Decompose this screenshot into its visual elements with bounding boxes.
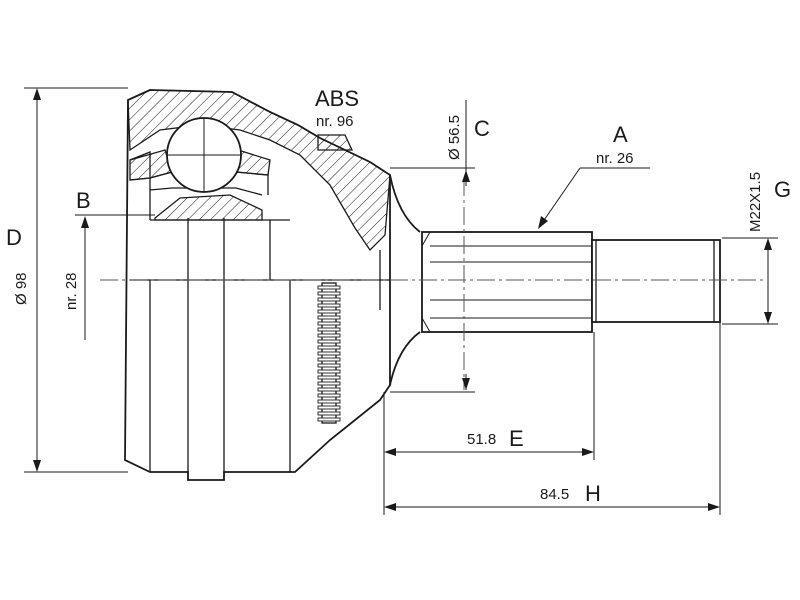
abs-tooth bbox=[317, 315, 341, 320]
leader-a bbox=[538, 167, 650, 229]
abs-tooth bbox=[317, 297, 341, 302]
abs-tooth bbox=[317, 399, 341, 404]
label-c: C bbox=[474, 116, 490, 141]
label-thread: M22X1.5 bbox=[747, 172, 764, 232]
spline-chamfer bbox=[421, 317, 431, 333]
label-abs: ABS bbox=[315, 86, 359, 111]
label-a: A bbox=[613, 122, 628, 147]
abs-tone-ring bbox=[317, 282, 341, 424]
label-b-nr: nr. 28 bbox=[63, 272, 80, 310]
dimension-g bbox=[722, 237, 778, 325]
abs-tooth bbox=[317, 363, 341, 368]
abs-sensor-block bbox=[317, 134, 354, 151]
label-g: G bbox=[774, 177, 791, 202]
abs-tooth bbox=[317, 309, 341, 314]
abs-tooth bbox=[317, 327, 341, 332]
label-d: D bbox=[6, 225, 22, 250]
label-e: E bbox=[509, 426, 524, 451]
label-dia-d: Ø 98 bbox=[13, 272, 30, 305]
abs-tooth bbox=[317, 369, 341, 374]
abs-tooth bbox=[317, 387, 341, 392]
abs-tooth bbox=[317, 357, 341, 362]
abs-tooth bbox=[317, 339, 341, 344]
label-dia-c: Ø 56.5 bbox=[446, 115, 463, 160]
abs-tooth bbox=[317, 291, 341, 296]
abs-tooth bbox=[317, 411, 341, 416]
label-abs-nr: nr. 96 bbox=[316, 113, 354, 130]
dimension-d bbox=[24, 87, 128, 473]
abs-tooth bbox=[317, 405, 341, 410]
spline-chamfer bbox=[421, 231, 431, 247]
abs-tooth bbox=[317, 321, 341, 326]
abs-tooth bbox=[317, 285, 341, 290]
abs-tooth bbox=[317, 351, 341, 356]
label-a-nr: nr. 26 bbox=[596, 150, 634, 167]
abs-tooth bbox=[317, 417, 341, 422]
label-h-value: 84.5 bbox=[540, 486, 569, 503]
abs-tooth bbox=[317, 345, 341, 350]
abs-tooth bbox=[317, 381, 341, 386]
stub-shaft bbox=[379, 174, 721, 386]
abs-tooth bbox=[317, 333, 341, 338]
dimension-e bbox=[383, 332, 595, 515]
label-b: B bbox=[76, 188, 91, 213]
dimension-h bbox=[384, 322, 721, 515]
abs-tooth bbox=[317, 375, 341, 380]
label-h: H bbox=[585, 481, 601, 506]
dimension-c bbox=[390, 100, 475, 393]
abs-tooth bbox=[317, 393, 341, 398]
abs-tooth bbox=[317, 303, 341, 308]
label-e-value: 51.8 bbox=[467, 431, 496, 448]
dimension-b bbox=[75, 214, 155, 340]
